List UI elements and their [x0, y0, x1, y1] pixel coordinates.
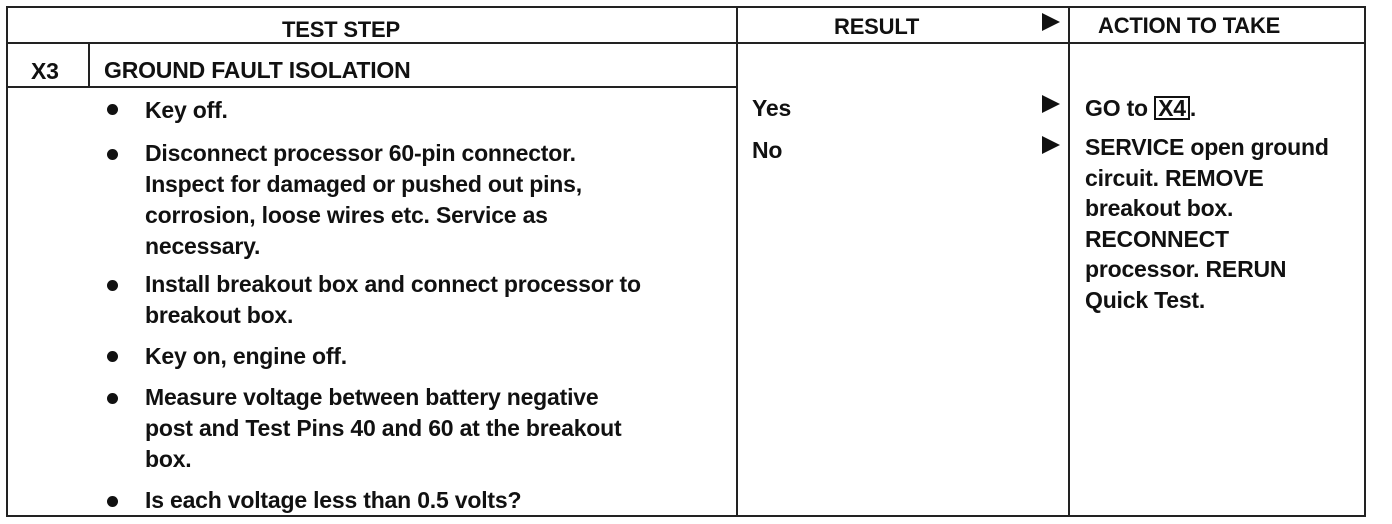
step-id: X3 — [31, 58, 59, 84]
step-reference-x4: X4 — [1154, 96, 1190, 120]
test-step-table — [6, 6, 1366, 517]
bullet-line: box. — [145, 446, 192, 472]
bullet-key-off: Key off. — [145, 95, 228, 126]
bullet-install-breakout-box: Install breakout box and connect process… — [145, 269, 641, 331]
bullet-line: breakout box. — [145, 302, 294, 328]
bullet-disconnect-processor: Disconnect processor 60-pin connector. I… — [145, 138, 582, 262]
result-yes: Yes — [752, 95, 792, 121]
action-line: circuit. REMOVE — [1085, 164, 1264, 191]
result-no: No — [752, 137, 783, 163]
action-yes-suffix: . — [1189, 95, 1197, 121]
bullet-dot-icon — [107, 496, 118, 507]
bullet-line: post and Test Pins 40 and 60 at the brea… — [145, 415, 622, 441]
step-id-divider — [88, 44, 90, 87]
bullet-line: Install breakout box and connect process… — [145, 271, 641, 297]
header-divider — [6, 42, 1366, 44]
right-triangle-arrow-icon — [1042, 95, 1060, 113]
header-action-to-take: ACTION TO TAKE — [1098, 13, 1281, 38]
bullet-dot-icon — [107, 393, 118, 404]
action-line: breakout box. — [1085, 195, 1234, 221]
action-line: RECONNECT — [1085, 225, 1229, 252]
bullet-line: corrosion, loose wires etc. Service as — [145, 202, 548, 228]
column-divider-step-result — [736, 6, 738, 517]
bullet-line: Key on, engine off. — [145, 343, 347, 369]
column-divider-result-action — [1068, 6, 1070, 517]
bullet-line: Disconnect processor 60-pin connector. — [145, 140, 576, 166]
action-yes-prefix: GO to — [1085, 95, 1148, 121]
bullet-dot-icon — [107, 280, 118, 291]
action-line: Quick Test. — [1085, 286, 1206, 313]
step-title: GROUND FAULT ISOLATION — [104, 57, 411, 83]
bullet-dot-icon — [107, 351, 118, 362]
bullet-key-on-engine-off: Key on, engine off. — [145, 341, 347, 372]
header-result: RESULT — [834, 14, 920, 39]
action-line: processor. RERUN — [1085, 256, 1287, 282]
bullet-line: necessary. — [145, 233, 261, 259]
bullet-dot-icon — [107, 149, 118, 160]
right-triangle-arrow-icon — [1042, 136, 1060, 154]
action-yes: GO to X4. — [1085, 95, 1196, 122]
bullet-dot-icon — [107, 104, 118, 115]
bullet-line: Inspect for damaged or pushed out pins, — [145, 171, 582, 197]
action-line: SERVICE open ground — [1085, 134, 1329, 160]
header-test-step: TEST STEP — [282, 17, 400, 42]
bullet-measure-voltage: Measure voltage between battery negative… — [145, 382, 622, 475]
bullet-line: Is each voltage less than 0.5 volts? — [145, 487, 522, 513]
bullet-line: Measure voltage between battery negative — [145, 384, 599, 410]
bullet-line: Key off. — [145, 97, 228, 123]
step-title-underline — [6, 86, 736, 88]
action-no: SERVICE open ground circuit. REMOVE brea… — [1085, 132, 1329, 315]
bullet-question: Is each voltage less than 0.5 volts? — [145, 485, 521, 516]
right-triangle-arrow-icon — [1042, 13, 1060, 31]
